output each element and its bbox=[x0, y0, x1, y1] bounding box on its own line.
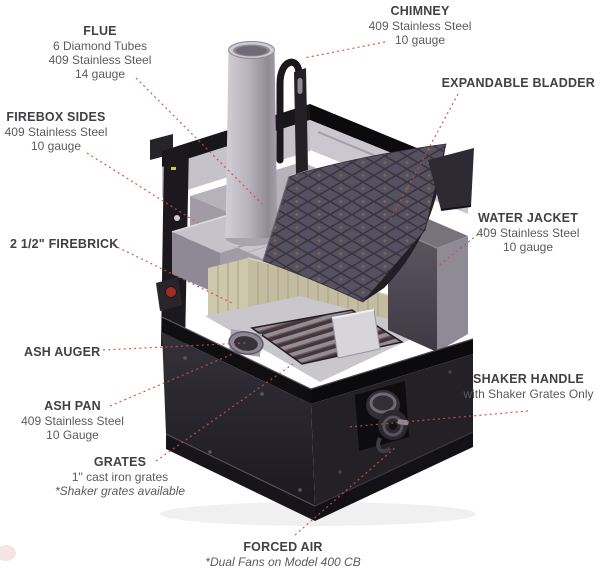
firebrick-title: 2 1/2" FIREBRICK bbox=[10, 237, 119, 251]
label-firebrick: 2 1/2" FIREBRICK bbox=[10, 237, 118, 252]
leader-chimney bbox=[303, 41, 386, 59]
label-water-jacket: WATER JACKET 409 Stainless Steel 10 gaug… bbox=[462, 211, 594, 254]
expandable-bladder-pad bbox=[262, 143, 474, 303]
scan-smudge bbox=[0, 545, 16, 561]
label-forced-air: FORCED AIR *Dual Fans on Model 400 CB bbox=[195, 540, 371, 569]
ash-auger-title: ASH AUGER bbox=[24, 345, 101, 359]
label-ash-auger: ASH AUGER bbox=[24, 345, 100, 360]
expandable-bladder-title: EXPANDABLE BLADDER bbox=[441, 76, 595, 90]
forced-air-title: FORCED AIR bbox=[243, 540, 323, 554]
ash-auger-tube bbox=[228, 329, 264, 357]
shaker-handle-title: SHAKER HANDLE bbox=[473, 372, 584, 386]
water-jacket-title: WATER JACKET bbox=[477, 211, 579, 225]
label-ash-pan: ASH PAN 409 Stainless Steel 10 Gauge bbox=[0, 399, 145, 442]
label-flue: FLUE 6 Diamond Tubes 409 Stainless Steel… bbox=[30, 24, 170, 81]
chimney-pipe bbox=[225, 41, 278, 246]
leader-shaker-handle bbox=[347, 410, 529, 428]
label-shaker-handle: SHAKER HANDLE with Shaker Grates Only bbox=[457, 372, 600, 401]
grates-title: GRATES bbox=[93, 455, 147, 469]
chimney-title: CHIMNEY bbox=[390, 4, 450, 18]
label-expandable-bladder: EXPANDABLE BLADDER bbox=[420, 76, 595, 91]
leader-firebrick bbox=[112, 244, 235, 305]
flue-title: FLUE bbox=[83, 24, 117, 38]
damper-knob bbox=[165, 286, 177, 298]
label-firebox-sides: FIREBOX SIDES 409 Stainless Steel 10 gau… bbox=[0, 110, 112, 153]
leader-flue bbox=[135, 77, 263, 205]
door-handle bbox=[276, 58, 308, 174]
shaker-mechanism bbox=[355, 381, 409, 454]
label-chimney: CHIMNEY 409 Stainless Steel 10 gauge bbox=[345, 4, 495, 47]
leader-firebox-sides bbox=[86, 152, 199, 224]
label-grates: GRATES 1" cast iron grates *Shaker grate… bbox=[45, 455, 195, 498]
firebox-sides-title: FIREBOX SIDES bbox=[6, 110, 106, 124]
leader-lines bbox=[86, 41, 529, 536]
leader-grates bbox=[155, 363, 294, 462]
leader-ash-pan bbox=[109, 352, 236, 407]
leader-forced-air bbox=[294, 446, 397, 536]
leader-bladder bbox=[388, 93, 459, 223]
ash-pan-title: ASH PAN bbox=[44, 399, 101, 413]
deflector-plate bbox=[331, 309, 381, 359]
